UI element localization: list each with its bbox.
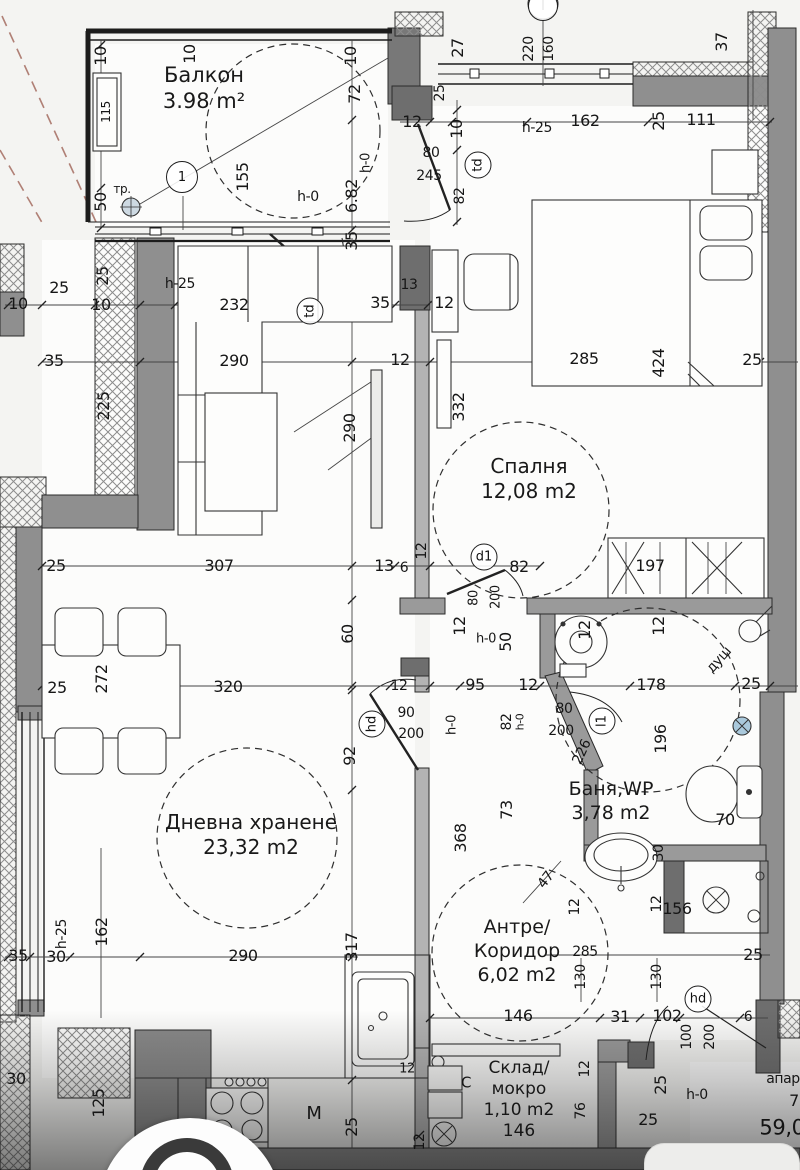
setback-dashed-lines: [0, 15, 97, 227]
windows: [21, 28, 633, 1012]
shower-icon: [738, 605, 773, 643]
electrical-panel: [92, 72, 122, 152]
toilet-icon: [685, 765, 763, 823]
bed: [531, 149, 763, 387]
grid-bubble-top: [527, 0, 559, 20]
desk-and-chair: [431, 249, 519, 429]
balcony-fixtures: [92, 72, 142, 218]
dining-table-set: [41, 607, 181, 775]
overlay-card: [644, 1143, 800, 1170]
coffee-table: [204, 392, 278, 512]
bathroom-sink-icon: [584, 832, 658, 892]
utility-shaft: [702, 871, 765, 923]
washing-machine-icon: [554, 615, 608, 678]
tv-cabinet: [370, 369, 383, 529]
wardrobe: [607, 537, 765, 599]
nightstand: [711, 149, 759, 195]
dimension-lines: [5, 10, 798, 1148]
